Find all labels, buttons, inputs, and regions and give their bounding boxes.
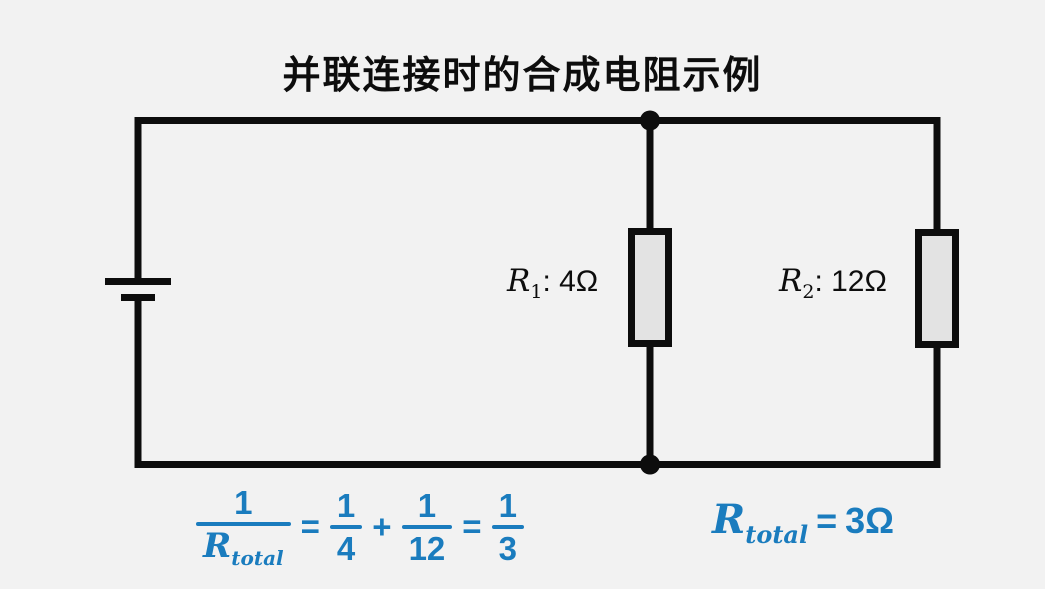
fraction-1-over-4: 1 4 bbox=[329, 486, 363, 568]
fraction-numerator: 1 bbox=[498, 487, 517, 524]
junction-dot-top bbox=[640, 110, 660, 131]
resistor-1-subscript: 1 bbox=[530, 281, 543, 303]
equals-sign: = bbox=[300, 508, 320, 545]
fraction-denominator: 4 bbox=[336, 530, 356, 567]
equals-sign: = bbox=[816, 500, 838, 541]
fraction-denominator: Rtotal bbox=[196, 526, 291, 571]
fraction-denominator: 3 bbox=[498, 530, 517, 567]
fraction-numerator: 1 bbox=[234, 484, 253, 521]
plus-sign: + bbox=[372, 508, 392, 545]
rtotal-symbol: R bbox=[203, 526, 232, 566]
fraction-numerator: 1 bbox=[336, 487, 356, 524]
fraction-1-over-12: 1 12 bbox=[401, 486, 453, 568]
diagram-title: 并联连接时的合成电阻示例 bbox=[282, 55, 763, 97]
resistor-2-symbol: R bbox=[779, 263, 803, 299]
resistor-1-body bbox=[628, 228, 672, 347]
resistor-2-value: : 12Ω bbox=[814, 265, 887, 298]
fraction-numerator: 1 bbox=[417, 487, 437, 524]
resistor-1-symbol: R bbox=[507, 263, 531, 299]
result-value: 3Ω bbox=[845, 500, 895, 541]
resistor-2-subscript: 2 bbox=[802, 281, 815, 303]
fraction-bar bbox=[491, 525, 524, 529]
fraction-1-over-rtotal: 1 Rtotal bbox=[196, 483, 291, 571]
resistor-2-label: R2: 12Ω bbox=[779, 263, 887, 303]
resistor-2-body bbox=[915, 229, 959, 348]
rtotal-subscript: total bbox=[745, 520, 809, 549]
wire-bottom-loop bbox=[134, 300, 941, 468]
rtotal-symbol: R bbox=[712, 496, 746, 543]
resistor-1-value: : 4Ω bbox=[542, 265, 599, 298]
fraction-bar bbox=[196, 522, 291, 526]
fraction-denominator: 12 bbox=[408, 530, 446, 567]
wire-top-loop bbox=[134, 117, 941, 278]
rtotal-subscript: total bbox=[231, 546, 284, 570]
junction-dot-bottom bbox=[640, 454, 660, 475]
equals-sign: = bbox=[462, 508, 482, 545]
fraction-bar bbox=[329, 525, 363, 529]
fraction-1-over-3: 1 3 bbox=[491, 486, 524, 568]
fraction-bar bbox=[401, 525, 453, 529]
resistor-1-label: R1: 4Ω bbox=[507, 263, 598, 303]
parallel-resistance-equation: 1 Rtotal = 1 4 + 1 12 = 1 3 bbox=[196, 483, 524, 571]
total-resistance-result: Rtotal=3Ω bbox=[712, 496, 894, 549]
